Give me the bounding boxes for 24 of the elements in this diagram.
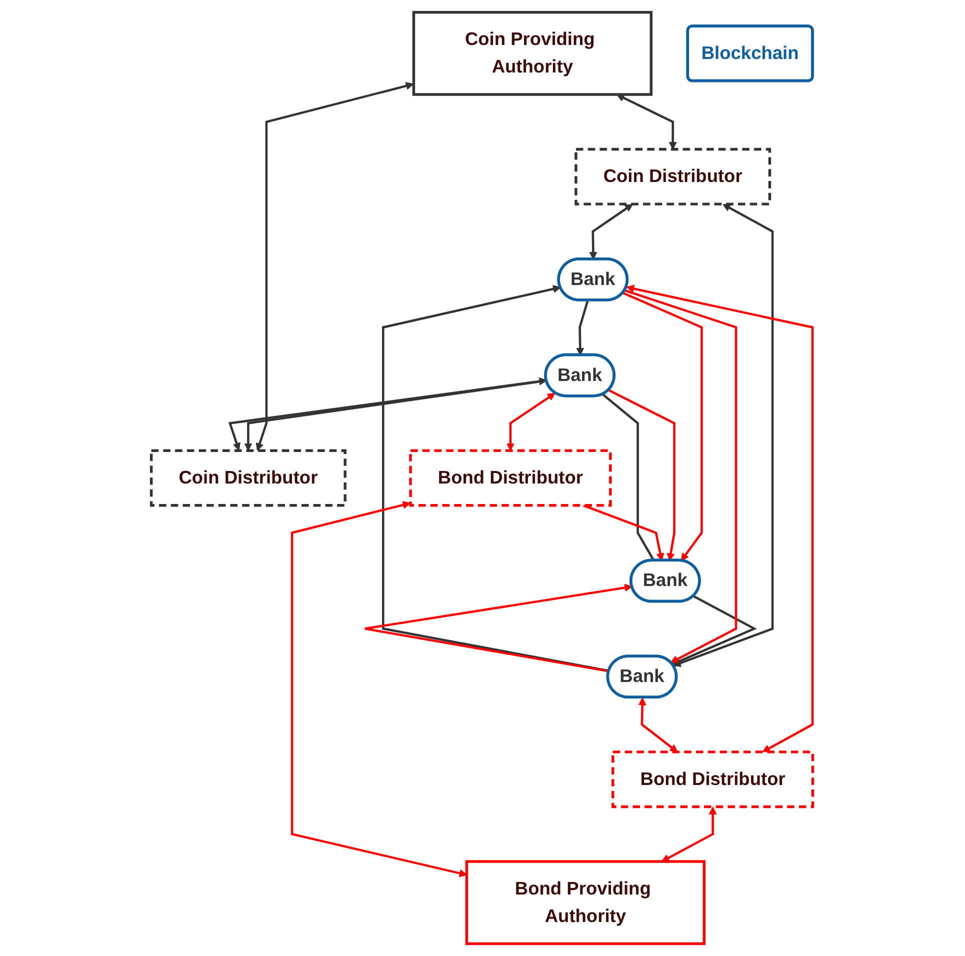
arrow — [638, 698, 678, 752]
arrow — [672, 595, 758, 666]
arrow — [364, 584, 633, 672]
arrow — [506, 392, 556, 451]
connector — [602, 393, 656, 562]
arrow — [673, 204, 774, 667]
arrow — [608, 389, 676, 561]
node-box: Coin Providing Authority — [412, 10, 653, 96]
arrow — [382, 285, 610, 672]
node-box: Coin Distributor — [150, 449, 347, 507]
arrow — [624, 289, 738, 663]
arrow — [622, 292, 704, 562]
arrow — [576, 300, 590, 356]
node-box: Coin Distributor — [575, 148, 772, 206]
node-box: Bond Distributor — [612, 750, 815, 808]
arrow — [617, 94, 678, 150]
arrow — [626, 284, 814, 752]
node-box: Bond Providing Authority — [466, 860, 706, 946]
arrow — [590, 204, 634, 260]
arrow — [291, 501, 468, 878]
node-box: Bond Distributor — [410, 449, 612, 507]
arrow — [662, 806, 718, 862]
arrow — [583, 504, 665, 561]
arrow — [256, 82, 414, 451]
